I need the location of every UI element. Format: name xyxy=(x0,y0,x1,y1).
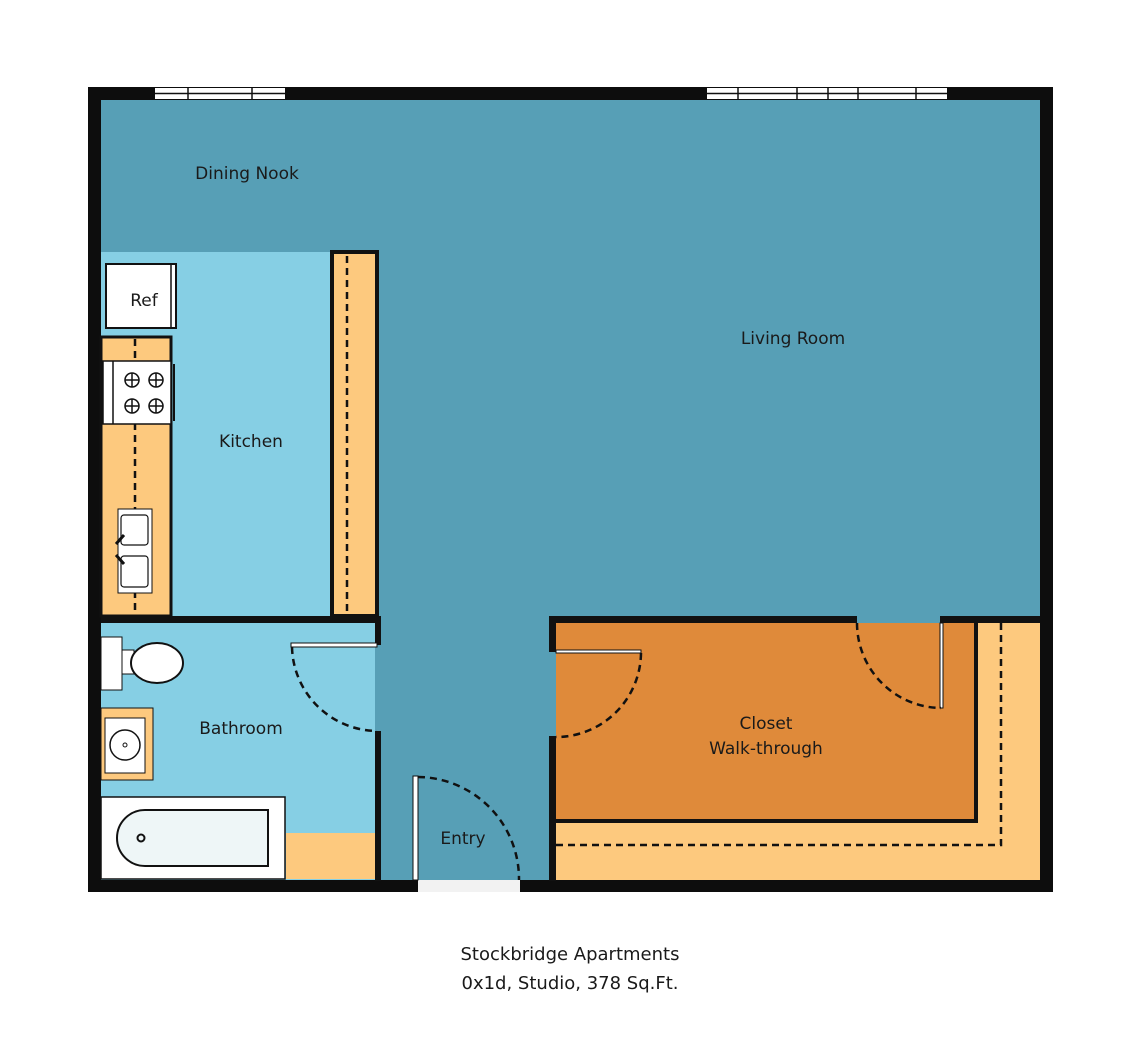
closet-inner-wall xyxy=(974,623,978,823)
stove-icon xyxy=(102,360,175,425)
closet-door-right xyxy=(939,622,944,709)
entry-door xyxy=(412,775,419,881)
kitchen-label: Kitchen xyxy=(219,432,283,452)
closet-left-wall-upper xyxy=(549,616,556,652)
entry-label: Entry xyxy=(440,829,485,849)
closet-subtitle-label: Walk-through xyxy=(709,739,823,759)
kitchen-counter-right xyxy=(330,250,379,618)
bathroom-label: Bathroom xyxy=(199,719,283,739)
window-left xyxy=(155,88,285,99)
entry-opening xyxy=(418,880,520,892)
kitchen-bath-wall xyxy=(101,616,381,623)
bathroom-door xyxy=(290,642,378,648)
closet-label: Closet xyxy=(740,714,793,734)
property-name: Stockbridge Apartments xyxy=(461,944,680,965)
refrigerator-label: Ref xyxy=(130,291,159,311)
living-room-label: Living Room xyxy=(741,329,845,349)
kitchen-sink-icon xyxy=(114,508,153,594)
closet-left-wall-lower xyxy=(549,736,556,881)
bathtub-icon xyxy=(100,796,286,880)
dining-nook-label: Dining Nook xyxy=(195,164,299,184)
closet-inner-wall-bottom xyxy=(556,819,978,823)
bathroom-wall-lower xyxy=(375,731,381,881)
toilet-icon xyxy=(100,636,184,691)
closet-top-wall-right xyxy=(940,616,1040,623)
bathroom-sink-icon xyxy=(100,707,154,781)
refrigerator xyxy=(105,263,177,329)
unit-details: 0x1d, Studio, 378 Sq.Ft. xyxy=(462,973,679,994)
bathroom-counter xyxy=(286,833,375,879)
closet-top-wall-left xyxy=(549,616,857,623)
closet-door-left xyxy=(555,649,642,654)
closet-floor xyxy=(556,623,976,820)
bathroom-wall-upper xyxy=(375,616,381,645)
window-right xyxy=(707,88,947,99)
